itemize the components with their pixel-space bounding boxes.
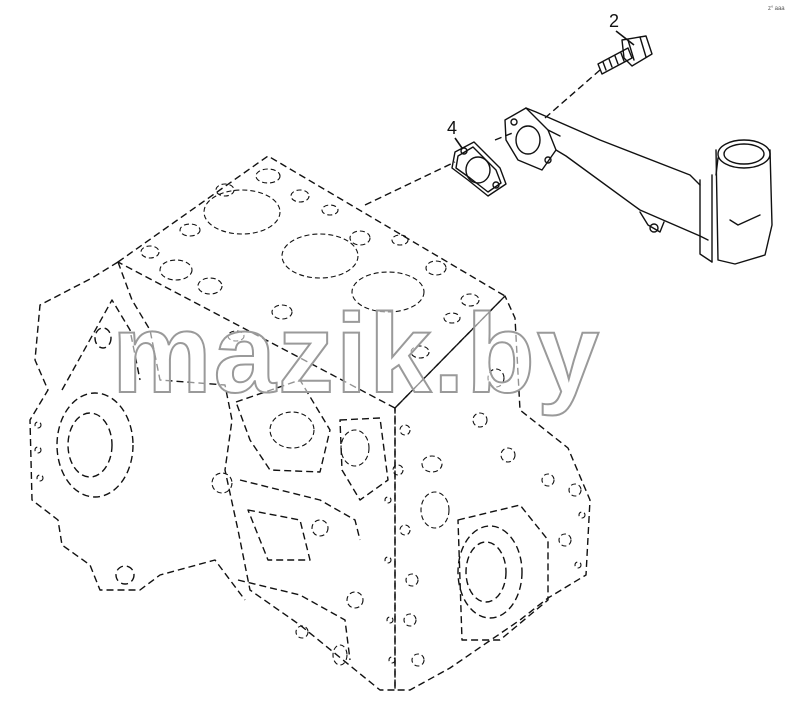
bolt-part xyxy=(597,35,653,75)
callout-leader-4 xyxy=(454,137,463,149)
watermark-text: mazik.by xyxy=(112,291,601,416)
outlet-pipe-part xyxy=(504,107,773,265)
assembly-leader-line xyxy=(364,69,601,206)
corner-mark: z° aaa xyxy=(768,6,785,12)
gasket-part xyxy=(451,141,507,197)
callout-label-4: 4 xyxy=(447,118,457,138)
engine-block xyxy=(29,155,591,691)
callout-leader-2 xyxy=(615,30,635,46)
callout-label-2: 2 xyxy=(609,11,619,31)
